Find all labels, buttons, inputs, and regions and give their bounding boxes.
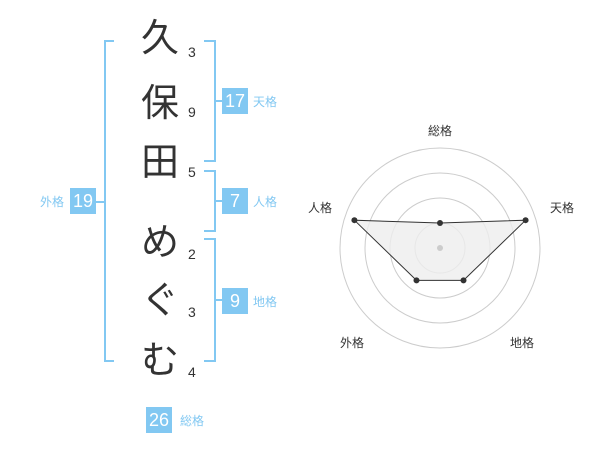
- stroke-count-5: 3: [188, 304, 196, 320]
- gaikaku-label: 外格: [40, 195, 65, 209]
- chikaku-connector: [214, 299, 222, 301]
- stroke-count-6: 4: [188, 364, 196, 380]
- radar-point-4: [413, 277, 420, 284]
- radar-point-3: [460, 277, 467, 284]
- jinkaku-connector: [214, 200, 222, 202]
- stroke-count-2: 9: [188, 104, 196, 120]
- gaikaku-connector: [94, 201, 104, 203]
- gaikaku-badge: 19: [70, 188, 97, 214]
- stroke-count-4: 2: [188, 246, 196, 262]
- jinkaku-badge: 7: [222, 188, 248, 214]
- name-character-3: 田: [140, 140, 179, 184]
- tenkaku-badge: 17: [222, 88, 249, 114]
- radar-point-5: [351, 217, 358, 224]
- stroke-count-3: 5: [188, 164, 196, 180]
- name-character-1: 久: [140, 16, 179, 60]
- name-character-5: ぐ: [140, 278, 179, 322]
- name-character-4: め: [140, 220, 179, 264]
- tenkaku-connector: [214, 100, 222, 102]
- chikaku-badge: 9: [222, 288, 248, 314]
- radar-point-2: [522, 217, 529, 224]
- tenkaku-label: 天格: [253, 95, 278, 109]
- radar-axis-label-soukaku: 総格: [428, 124, 453, 138]
- radar-axis-label-chikaku: 地格: [510, 336, 535, 350]
- soukaku-label: 総格: [180, 414, 205, 428]
- stroke-count-1: 3: [188, 44, 196, 60]
- radar-axis-label-jinkaku: 人格: [308, 201, 333, 215]
- name-character-6: む: [140, 338, 179, 382]
- radar-axis-label-gaikaku: 外格: [340, 336, 365, 350]
- radar-ring-3: [364, 172, 516, 324]
- chikaku-label: 地格: [253, 295, 278, 309]
- jinkaku-label: 人格: [253, 195, 278, 209]
- radar-chart: [339, 147, 541, 349]
- radar-ring-4: [339, 147, 541, 349]
- radar-points: [351, 217, 529, 284]
- name-character-2: 保: [140, 81, 179, 125]
- radar-axis-label-tenkaku: 天格: [550, 201, 575, 215]
- soukaku-badge: 26: [146, 407, 173, 433]
- radar-point-1: [437, 220, 443, 226]
- gaikaku-bracket: [104, 40, 114, 362]
- radar-center-dot: [437, 245, 443, 251]
